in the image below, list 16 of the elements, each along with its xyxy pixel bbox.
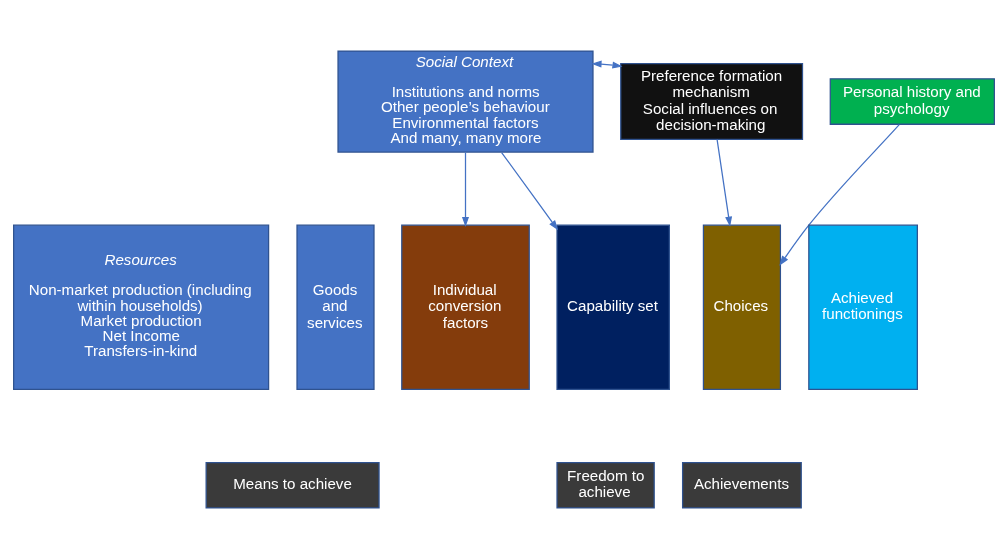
arrow (779, 123, 900, 266)
arrow (501, 151, 559, 230)
node-box: Achieved functionings (808, 224, 918, 390)
node-box: Individual conversion factors (401, 224, 530, 390)
node-box: Personal history and psychology (829, 77, 995, 125)
node-box: Choices (702, 224, 782, 390)
arrow (461, 151, 470, 227)
node-box: Preference formation mechanism Social influences on decision-making (620, 62, 804, 140)
node-box: Goods and services (296, 224, 375, 390)
node-box: Means to achieve (205, 461, 380, 509)
node-box: Achievements (681, 461, 802, 509)
node-box: Resources Non-market production (including within households) Market production Net Income Transfers-in-kind (13, 224, 270, 390)
node-box: Social Context Institutions and norms Other people’s behaviour Environmental factors And many, many more (337, 49, 594, 153)
node-box: Freedom to achieve (556, 461, 655, 509)
arrow (716, 138, 733, 227)
node-box: Capability set (556, 224, 670, 390)
